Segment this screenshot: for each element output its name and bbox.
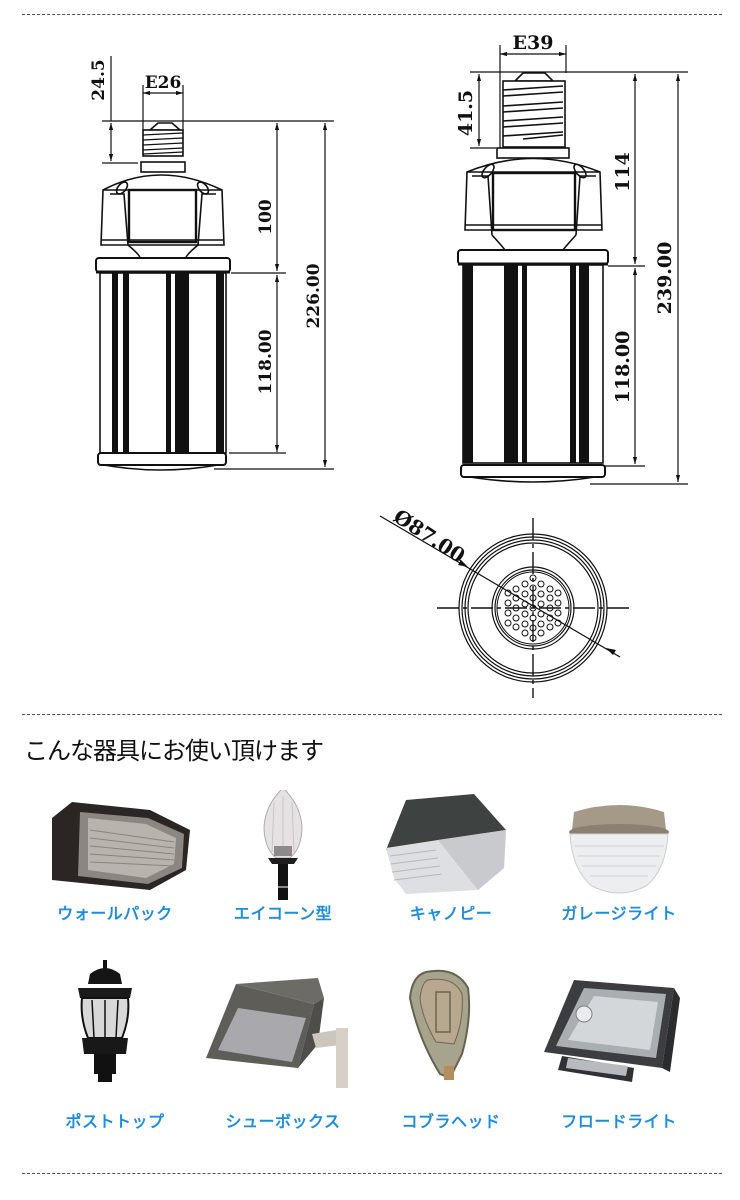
fixture-acorn: エイコーン型 xyxy=(198,790,368,924)
fixture-label: フロードライト xyxy=(561,1112,677,1131)
fixture-label: コブラヘッド xyxy=(401,1112,501,1131)
fixture-flood-light: フロードライト xyxy=(534,958,704,1132)
flood-light-image xyxy=(534,958,704,1108)
canopy-image xyxy=(366,790,536,900)
bulb-e39-drawing xyxy=(457,72,609,483)
e39-socket-label: E39 xyxy=(513,32,554,54)
e39-lower-height: 118.00 xyxy=(612,331,634,404)
bulb-e39-dimensions xyxy=(470,45,688,485)
post-top-image xyxy=(30,958,200,1108)
e26-upper-height: 100 xyxy=(256,199,276,235)
bulb-e26-drawing xyxy=(95,122,231,471)
e39-upper-height: 114 xyxy=(612,152,634,192)
wall-pack-image xyxy=(30,790,200,900)
acorn-image xyxy=(198,790,368,900)
garage-light-image xyxy=(534,790,704,900)
fixture-cobra-head: コブラヘッド xyxy=(366,958,536,1132)
diameter-label: Ø87.00 xyxy=(389,504,469,568)
section-title: こんな器具にお使い頂けます xyxy=(24,737,324,765)
fixture-label: ガレージライト xyxy=(561,904,677,923)
e26-total-height: 226.00 xyxy=(304,263,324,328)
bottom-divider xyxy=(22,1173,722,1174)
fixture-label: ポストトップ xyxy=(65,1112,165,1131)
e39-total-height: 239.00 xyxy=(654,242,676,315)
fixture-post-top: ポストトップ xyxy=(30,958,200,1132)
dimension-diagram: E26 24.5 100 118.00 226.00 xyxy=(89,32,688,698)
top-divider xyxy=(22,14,722,15)
fixture-garage-light: ガレージライト xyxy=(534,790,704,924)
e26-socket-label: E26 xyxy=(145,73,182,93)
fixture-label: シューボックス xyxy=(225,1112,341,1131)
top-view-drawing xyxy=(379,515,632,698)
e26-socket-height: 24.5 xyxy=(89,59,109,100)
bulb-e26-dimensions xyxy=(102,56,334,470)
fixture-label: エイコーン型 xyxy=(233,904,333,923)
e26-lower-height: 118.00 xyxy=(256,329,276,394)
fixture-canopy: キャノピー xyxy=(366,790,536,924)
shoebox-image xyxy=(198,958,368,1108)
middle-divider xyxy=(22,714,722,715)
fixture-label: ウォールパック xyxy=(57,904,173,923)
cobra-head-image xyxy=(366,958,536,1108)
fixture-shoebox: シューボックス xyxy=(198,958,368,1132)
fixture-wall-pack: ウォールパック xyxy=(30,790,200,924)
fixture-label: キャノピー xyxy=(409,904,493,923)
e39-socket-height: 41.5 xyxy=(455,90,477,136)
